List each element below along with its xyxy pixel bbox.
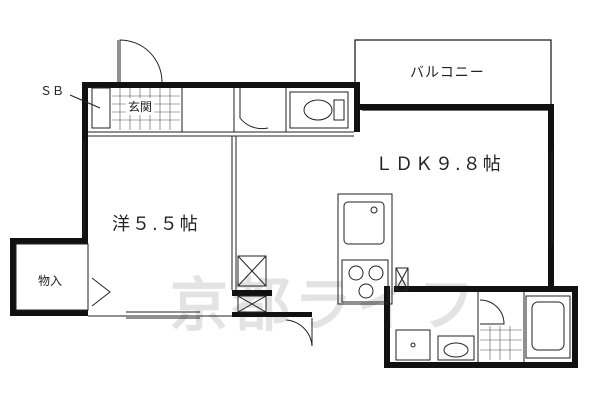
bath-tiles [480, 326, 522, 360]
basin-icon [437, 335, 475, 361]
toilet-door [239, 88, 269, 130]
stove-icon [341, 259, 389, 303]
label-balcony: バルコニー [410, 65, 485, 81]
exterior-walls [10, 82, 578, 368]
pipe-space-box-2 [237, 295, 267, 313]
label-sb: ＳＢ [40, 84, 65, 98]
label-western-room: 洋５.５帖 [112, 214, 200, 235]
label-closet: 物入 [38, 274, 63, 288]
pipe-space-box [237, 255, 267, 287]
hall-door [285, 318, 313, 347]
bath-door [479, 299, 505, 325]
entrance-door [119, 39, 163, 83]
fridge-box [395, 267, 409, 291]
closet-door [91, 277, 111, 307]
washer-icon [395, 329, 431, 361]
label-entrance: 玄関 [126, 98, 155, 115]
sink-icon [343, 201, 385, 245]
label-ldk: ＬＤＫ９.８帖 [375, 154, 503, 175]
watermark-logo: 京都ライフ [170, 271, 481, 339]
bathtub-icon [525, 295, 571, 359]
kitchen-counter [337, 193, 393, 305]
toilet-icon [289, 91, 349, 129]
shoe-box [91, 87, 111, 129]
